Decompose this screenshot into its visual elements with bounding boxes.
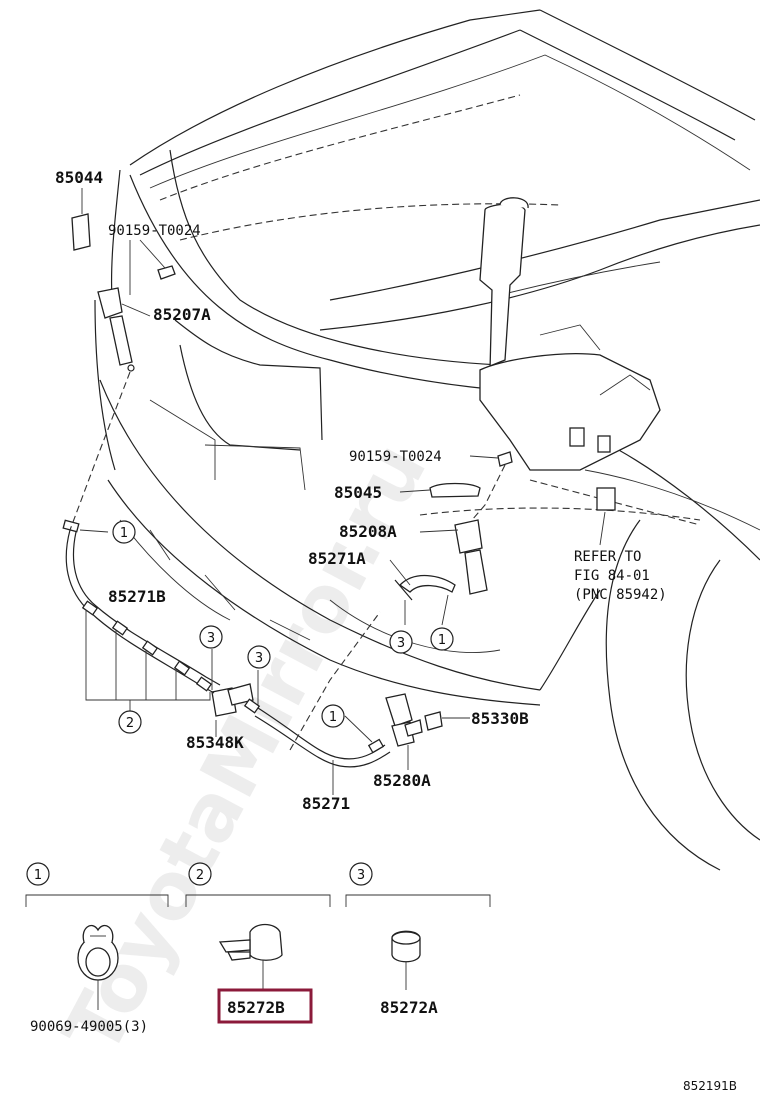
- refer-line-2[interactable]: FIG 84-01: [574, 568, 650, 584]
- clip-drawing: [391, 930, 421, 990]
- callout-3-b: 3: [255, 651, 263, 666]
- diagram-code: 852191B: [683, 1079, 737, 1093]
- callout-1-c: 1: [438, 633, 446, 648]
- parts-drawings: [71, 213, 513, 747]
- callout-circles: 1 2 3 3 1 3 1: [112, 520, 454, 734]
- highlight-box: [217, 988, 313, 1024]
- callout-2-a: 2: [126, 716, 134, 731]
- vehicle-outline: [94, 9, 760, 871]
- callout-1-a: 1: [120, 526, 128, 541]
- label-85044[interactable]: 85044: [55, 168, 103, 187]
- legend-num-3: 3: [357, 868, 365, 883]
- hose-clip-drawing: [77, 925, 119, 1010]
- label-90159-top[interactable]: 90159-T0024: [108, 223, 201, 239]
- refer-line-3[interactable]: (PNC 85942): [574, 587, 667, 603]
- label-85348k[interactable]: 85348K: [186, 733, 244, 752]
- label-85271b[interactable]: 85271B: [108, 587, 166, 606]
- legend-num-1: 1: [34, 868, 42, 883]
- label-85208a[interactable]: 85208A: [339, 522, 397, 541]
- legend-num-2-circle: [188, 862, 212, 886]
- legend-part-1[interactable]: 90069-49005(3): [30, 1019, 148, 1035]
- legend-num-1-circle: [26, 862, 50, 886]
- legend-num-3-circle: [349, 862, 373, 886]
- legend: 1 2 3 90069-49005(3) 85272B 85272A: [25, 862, 491, 1035]
- label-85271a[interactable]: 85271A: [308, 549, 366, 568]
- part-labels: 85044 90159-T0024 85207A 90159-T0024 850…: [55, 168, 667, 813]
- legend-part-2[interactable]: 85272B: [227, 998, 285, 1017]
- label-85045[interactable]: 85045: [334, 483, 382, 502]
- legend-num-2: 2: [196, 868, 204, 883]
- callout-1-b: 1: [329, 710, 337, 725]
- label-85271[interactable]: 85271: [302, 794, 350, 813]
- callout-3-a: 3: [207, 631, 215, 646]
- label-85330b[interactable]: 85330B: [471, 709, 529, 728]
- label-85280a[interactable]: 85280A: [373, 771, 431, 790]
- callout-3-c: 3: [397, 636, 405, 651]
- label-85207a[interactable]: 85207A: [153, 305, 211, 324]
- legend-part-3[interactable]: 85272A: [380, 998, 438, 1017]
- clamp-drawing: [218, 923, 283, 990]
- leader-lines: [69, 188, 606, 795]
- refer-line-1[interactable]: REFER TO: [574, 549, 641, 565]
- label-90159-right[interactable]: 90159-T0024: [349, 449, 442, 465]
